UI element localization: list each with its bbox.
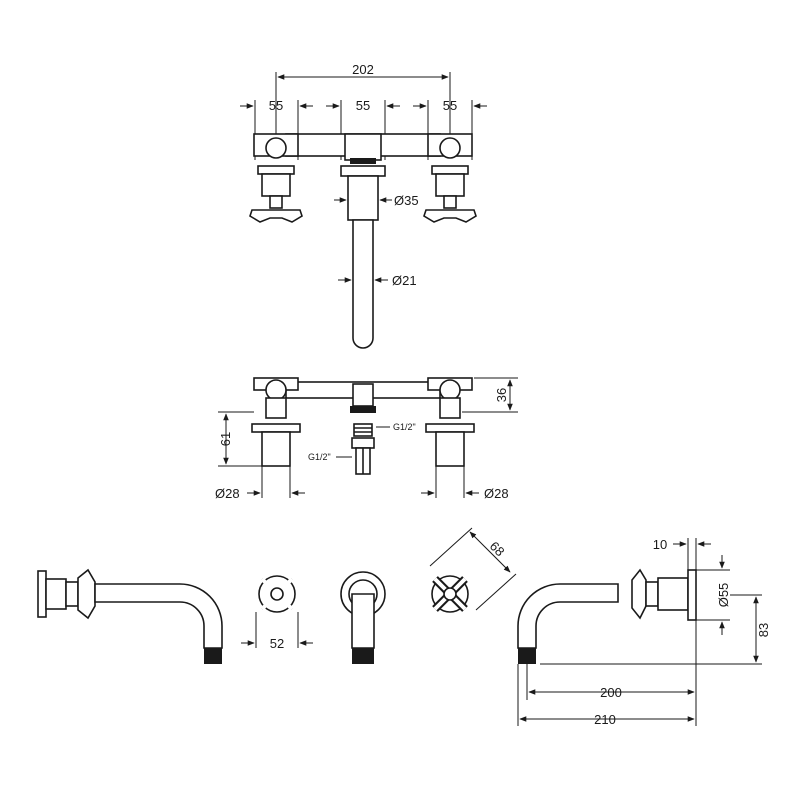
spout-front	[340, 571, 386, 664]
thread-label-upper: G1/2"	[393, 422, 416, 432]
dimension-52: 52	[241, 612, 313, 651]
handle-front-right	[431, 575, 469, 613]
dim-label-52: 52	[270, 636, 284, 651]
front-center-neck	[352, 383, 374, 407]
dim-label-200: 200	[600, 685, 622, 700]
dimension-200: 200	[526, 620, 697, 726]
thread-nut	[351, 437, 375, 449]
dimension-36: 36	[462, 377, 518, 413]
front-view: G1/2" G1/2" 61 36 Ø28	[215, 377, 518, 501]
dimension-dia21: Ø21	[338, 273, 417, 288]
dim-label-dia28-right: Ø28	[484, 486, 509, 501]
handle-front-left	[258, 575, 296, 613]
left-valve-circle	[265, 137, 287, 159]
front-center-nut	[350, 406, 376, 413]
front-left-neck	[265, 397, 287, 419]
spout-collar-top	[340, 165, 386, 177]
front-left-flange	[251, 423, 301, 433]
front-right-flange	[425, 423, 475, 433]
front-right-body	[435, 431, 465, 467]
dimension-61: 61	[218, 411, 262, 467]
top-view: 202 55 55 55	[240, 62, 487, 349]
spout-nut	[350, 158, 376, 164]
dimension-dia55: Ø55	[696, 555, 731, 635]
dim-label-dia21: Ø21	[392, 273, 417, 288]
dimension-dia28-left: Ø28	[215, 466, 305, 501]
right-valve-circle	[439, 137, 461, 159]
left-valve-top	[249, 165, 303, 223]
dimension-dia28-right: Ø28	[421, 466, 509, 501]
dimension-202: 202	[275, 62, 451, 135]
dim-label-dia35: Ø35	[394, 193, 419, 208]
dim-label-61: 61	[218, 432, 233, 446]
front-left-circle	[265, 379, 287, 401]
right-valve-top	[423, 165, 477, 223]
dim-label-210: 210	[594, 712, 616, 727]
thread-label-lower: G1/2"	[308, 452, 331, 462]
spout-pipe	[352, 219, 374, 349]
spout-neck	[344, 133, 382, 161]
front-left-body	[261, 431, 291, 467]
dim-label-68: 68	[487, 538, 508, 559]
dim-label-202: 202	[352, 62, 374, 77]
dimension-55-right: 55	[413, 98, 487, 160]
front-right-neck	[439, 397, 461, 419]
dim-label-36: 36	[494, 388, 509, 402]
thread-adapter	[353, 423, 373, 437]
dim-label-dia28-left: Ø28	[215, 486, 240, 501]
dim-label-83: 83	[756, 623, 771, 637]
dimension-10: 10	[653, 537, 711, 570]
side-view-right	[517, 568, 697, 664]
dimension-83: 83	[540, 594, 771, 665]
dim-label-55-right: 55	[443, 98, 457, 113]
dim-label-dia55: Ø55	[716, 583, 731, 608]
front-right-circle	[439, 379, 461, 401]
spout-collar	[347, 175, 379, 221]
dimension-210: 210	[517, 664, 695, 727]
dimension-dia35: Ø35	[334, 193, 419, 208]
dim-label-55-mid: 55	[356, 98, 370, 113]
side-view-left	[37, 568, 223, 664]
dim-label-55-left: 55	[269, 98, 283, 113]
dim-label-10: 10	[653, 537, 667, 552]
